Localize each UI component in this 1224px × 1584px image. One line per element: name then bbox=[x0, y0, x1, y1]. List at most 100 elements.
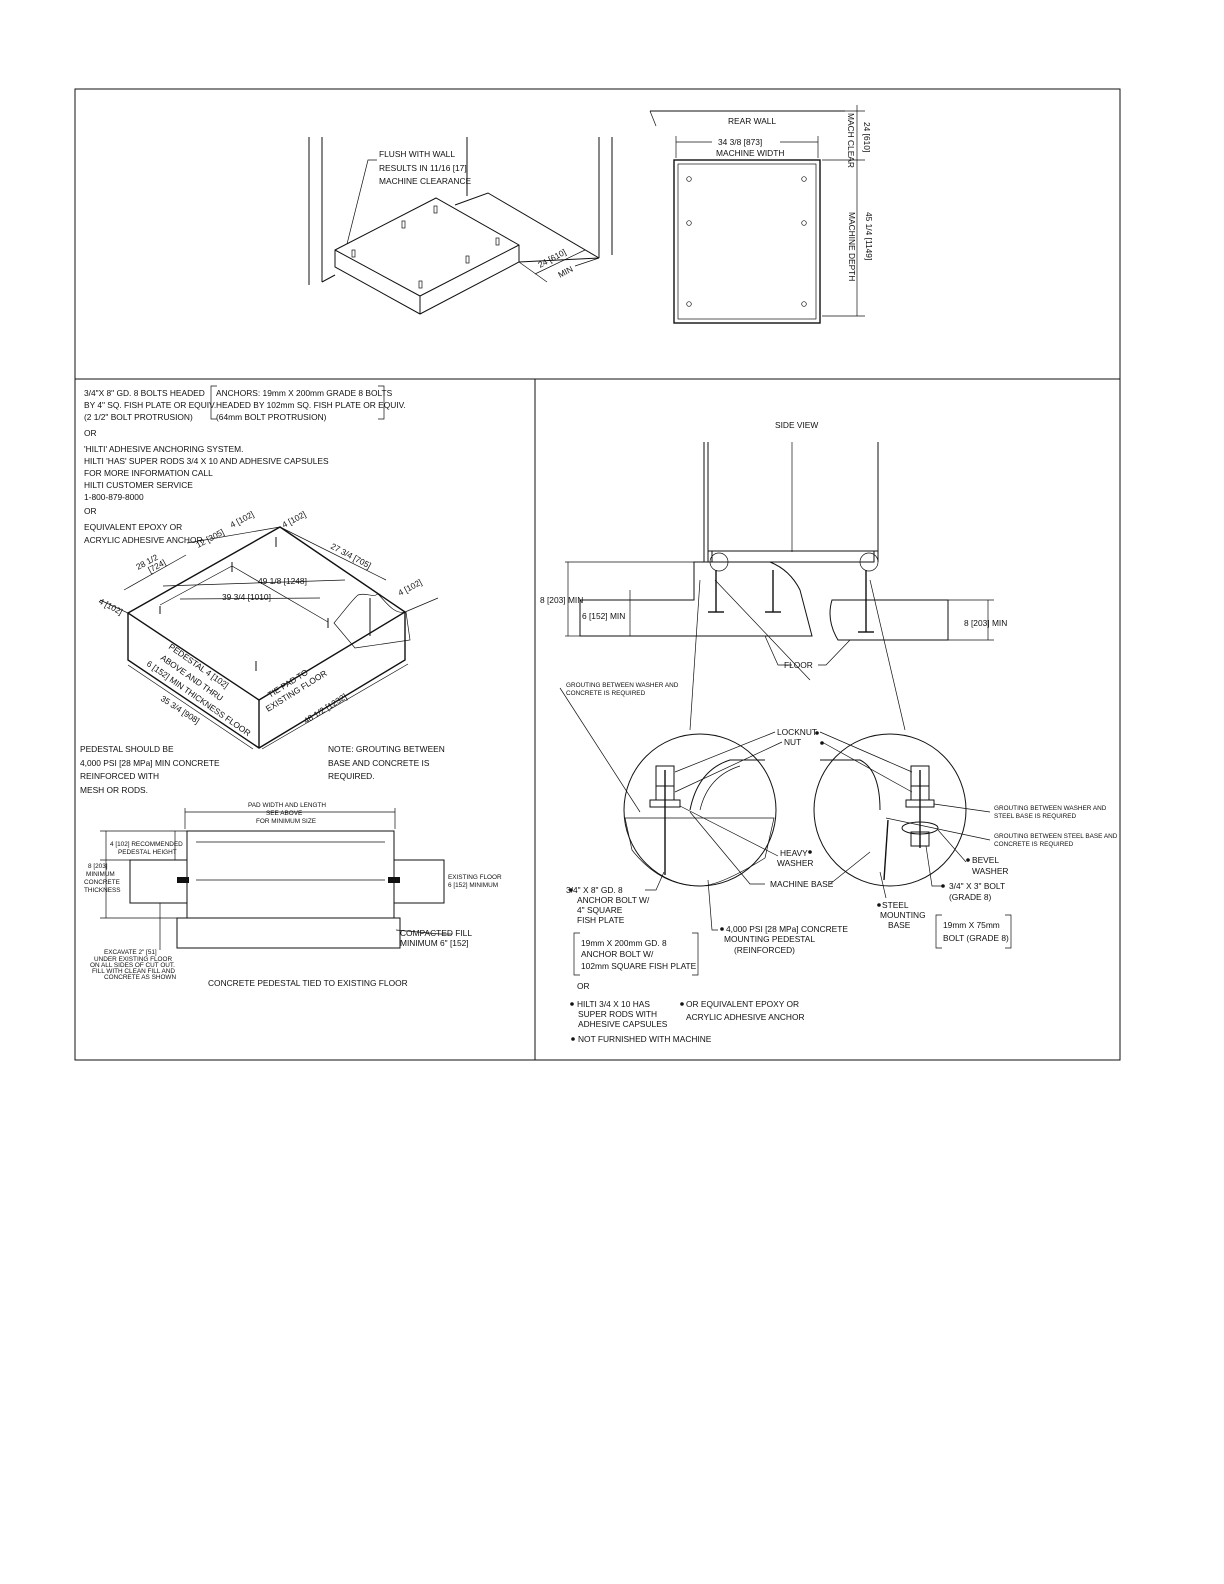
excavate-3: ON ALL SIDES OF CUT OUT. bbox=[90, 962, 175, 969]
compacted-2: MINIMUM 6" [152] bbox=[400, 938, 469, 948]
dim-4-left: 4 [102] bbox=[97, 596, 124, 617]
grout-steel-2: STEEL BASE IS REQUIRED bbox=[994, 813, 1077, 820]
machine-width-label: MACHINE WIDTH bbox=[716, 148, 784, 158]
bolt-metric-2: BOLT (GRADE 8) bbox=[943, 933, 1009, 943]
hilti-note-4: HILTI CUSTOMER SERVICE bbox=[84, 480, 193, 490]
hilti-note-5: 1-800-879-8000 bbox=[84, 492, 144, 502]
side-view: SIDE VIEW 8 [203] MIN 6 [152] MIN 8 [203… bbox=[540, 420, 1118, 1044]
excavate-4: FILL WITH CLEAN FILL AND bbox=[92, 968, 175, 975]
bolt-metric-1: ANCHORS: 19mm X 200mm GRADE 8 BOLTS bbox=[216, 388, 393, 398]
anchor-bolt-2: ANCHOR BOLT W/ bbox=[577, 895, 650, 905]
section-caption: CONCRETE PEDESTAL TIED TO EXISTING FLOOR bbox=[208, 978, 408, 988]
perspective-clear-min: MIN bbox=[556, 264, 574, 280]
grout-note-2: BASE AND CONCRETE IS bbox=[328, 758, 430, 768]
hilti-note-2: HILTI 'HAS' SUPER RODS 3/4 X 10 AND ADHE… bbox=[84, 456, 329, 466]
grout-note-1: NOTE: GROUTING BETWEEN bbox=[328, 744, 445, 754]
side-view-title: SIDE VIEW bbox=[775, 420, 818, 430]
grout-base-2: CONCRETE IS REQUIRED bbox=[994, 841, 1074, 848]
grout-base-1: GROUTING BETWEEN STEEL BASE AND bbox=[994, 833, 1118, 840]
bevel-washer-2: WASHER bbox=[972, 866, 1008, 876]
sheet-frame bbox=[74, 88, 1121, 1061]
heavy-washer-2: WASHER bbox=[777, 858, 813, 868]
dim-4-right: 4 [102] bbox=[396, 577, 423, 598]
bolt-note-2: BY 4" SQ. FISH PLATE OR EQUIV. bbox=[84, 400, 216, 410]
hilti-side-1: HILTI 3/4 X 10 HAS bbox=[577, 999, 650, 1009]
or-side: OR bbox=[577, 981, 590, 991]
locknut-label: LOCKNUT bbox=[777, 727, 817, 737]
machine-plan-view: REAR WALL 34 3/8 [873] MACHINE WIDTH 24 … bbox=[649, 105, 874, 324]
dim-8-left: 8 [203] MIN bbox=[540, 595, 583, 605]
recommended-1: 4 [102] RECOMMENDED bbox=[110, 841, 183, 848]
machine-perspective-view: FLUSH WITH WALL RESULTS IN 11/16 [17] MA… bbox=[308, 137, 613, 315]
grout-steel-1: GROUTING BETWEEN WASHER AND bbox=[994, 805, 1107, 812]
hilti-side-3: ADHESIVE CAPSULES bbox=[578, 1019, 668, 1029]
grout-top-1: GROUTING BETWEEN WASHER AND bbox=[566, 682, 679, 689]
dim-4-b: 4 [102] bbox=[280, 509, 307, 530]
excavate-2: UNDER EXISTING FLOOR bbox=[94, 956, 173, 963]
grout-note-3: REQUIRED. bbox=[328, 771, 375, 781]
pad-note-2: SEE ABOVE bbox=[266, 810, 302, 817]
excavate-1: EXCAVATE 2" [51] bbox=[104, 949, 157, 956]
plan-clear-dim: 24 [610] bbox=[862, 122, 872, 152]
detail-circle-left bbox=[623, 733, 777, 887]
plan-bolt-holes bbox=[686, 176, 807, 307]
spec-note-3: REINFORCED WITH bbox=[80, 771, 159, 781]
pad-note-3: FOR MINIMUM SIZE bbox=[256, 818, 316, 825]
bolt-3-1: 3/4" X 3" BOLT bbox=[949, 881, 1005, 891]
hilti-side-2: SUPER RODS WITH bbox=[578, 1009, 657, 1019]
bolt-metric-2: HEADED BY 102mm SQ. FISH PLATE OR EQUIV. bbox=[216, 400, 406, 410]
steel-base-3: BASE bbox=[888, 920, 911, 930]
machine-width-dim: 34 3/8 [873] bbox=[718, 137, 762, 147]
bolt-metric-3: (64mm BOLT PROTRUSION) bbox=[216, 412, 327, 422]
min-thickness-2: MINIMUM bbox=[86, 871, 115, 878]
compacted-1: COMPACTED FILL bbox=[400, 928, 472, 938]
steel-base-1: STEEL bbox=[882, 900, 909, 910]
anchor-metric-3: 102mm SQUARE FISH PLATE bbox=[581, 961, 697, 971]
pedestal-section: PAD WIDTH AND LENGTH SEE ABOVE FOR MINIM… bbox=[84, 802, 502, 988]
anchor-bolt-1: 3/4" X 8" GD. 8 bbox=[566, 885, 623, 895]
dim-6-left: 6 [152] MIN bbox=[582, 611, 625, 621]
dim-39: 39 3/4 [1010] bbox=[222, 592, 271, 602]
spec-note-4: MESH OR RODS. bbox=[80, 785, 148, 795]
anchor-bolt-4: FISH PLATE bbox=[577, 915, 625, 925]
anchor-notes: 3/4"X 8" GD. 8 BOLTS HEADED BY 4" SQ. FI… bbox=[84, 385, 406, 545]
pedestal-bolts bbox=[159, 537, 371, 671]
pad-bolt-holes bbox=[351, 205, 500, 289]
flush-note-line-3: MACHINE CLEARANCE bbox=[379, 176, 472, 186]
bullet-dots bbox=[569, 731, 970, 1041]
concrete-1: 4,000 PSI [28 MPa] CONCRETE bbox=[726, 924, 848, 934]
flush-note-line-1: FLUSH WITH WALL bbox=[379, 149, 455, 159]
bolt-note-1: 3/4"X 8" GD. 8 BOLTS HEADED bbox=[84, 388, 205, 398]
bolt-metric-1: 19mm X 75mm bbox=[943, 920, 1000, 930]
hilti-note-1: 'HILTI' ADHESIVE ANCHORING SYSTEM. bbox=[84, 444, 243, 454]
epoxy-side-1: OR EQUIVALENT EPOXY OR bbox=[686, 999, 799, 1009]
floor-label: FLOOR bbox=[784, 660, 813, 670]
dim-4-a: 4 [102] bbox=[228, 509, 255, 530]
dim-27: 27 3/4 [705] bbox=[329, 541, 373, 571]
existing-floor-1: EXISTING FLOOR bbox=[448, 874, 502, 881]
min-thickness-1: 8 [203] bbox=[88, 863, 108, 870]
dim-49: 49 1/8 [1248] bbox=[258, 576, 307, 586]
min-thickness-4: THICKNESS bbox=[84, 887, 121, 894]
bolt-3-2: (GRADE 8) bbox=[949, 892, 992, 902]
detail-circle-right bbox=[813, 733, 967, 887]
not-furnished: NOT FURNISHED WITH MACHINE bbox=[578, 1034, 712, 1044]
rear-wall-label: REAR WALL bbox=[728, 116, 776, 126]
flush-note-line-2: RESULTS IN 11/16 [17] bbox=[379, 163, 467, 173]
recommended-2: PEDESTAL HEIGHT bbox=[118, 849, 177, 856]
plan-clear-label: MACH CLEAR bbox=[846, 113, 856, 168]
min-thickness-3: CONCRETE bbox=[84, 879, 120, 886]
steel-base-2: MOUNTING bbox=[880, 910, 926, 920]
machine-depth-dim: 45 1/4 [1149] bbox=[864, 212, 874, 260]
bolt-note-3: (2 1/2" BOLT PROTRUSION) bbox=[84, 412, 193, 422]
or-1: OR bbox=[84, 428, 97, 438]
excavate-5: CONCRETE AS SHOWN bbox=[104, 974, 176, 981]
spec-note-1: PEDESTAL SHOULD BE bbox=[80, 744, 174, 754]
machine-base-label: MACHINE BASE bbox=[770, 879, 834, 889]
epoxy-note-2: ACRYLIC ADHESIVE ANCHOR bbox=[84, 535, 203, 545]
heavy-washer-1: HEAVY bbox=[780, 848, 808, 858]
existing-floor-2: 6 [152] MINIMUM bbox=[448, 882, 498, 889]
epoxy-side-2: ACRYLIC ADHESIVE ANCHOR bbox=[686, 1012, 805, 1022]
bevel-washer-1: BEVEL bbox=[972, 855, 999, 865]
